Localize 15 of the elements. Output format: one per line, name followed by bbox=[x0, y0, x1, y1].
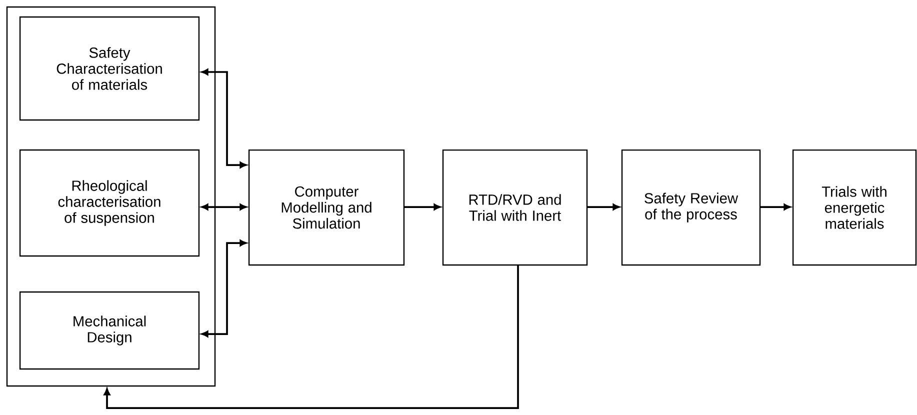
process-box: Safety Characterisation of materials bbox=[19, 16, 200, 121]
group-box bbox=[6, 6, 216, 387]
arrow bbox=[201, 68, 247, 168]
process-box: Computer Modelling and Simulation bbox=[248, 149, 405, 266]
arrow bbox=[404, 204, 441, 210]
process-box: Safety Review of the process bbox=[621, 149, 761, 266]
process-box: Rheological characterisation of suspension bbox=[19, 149, 200, 257]
arrow bbox=[760, 204, 791, 210]
process-box: Trials with energetic materials bbox=[792, 149, 917, 266]
arrow bbox=[587, 204, 620, 210]
arrow bbox=[104, 265, 519, 409]
process-box: RTD/RVD and Trial with Inert bbox=[442, 149, 588, 266]
arrow bbox=[201, 204, 247, 210]
process-box: Mechanical Design bbox=[19, 291, 200, 370]
arrow bbox=[201, 240, 247, 338]
